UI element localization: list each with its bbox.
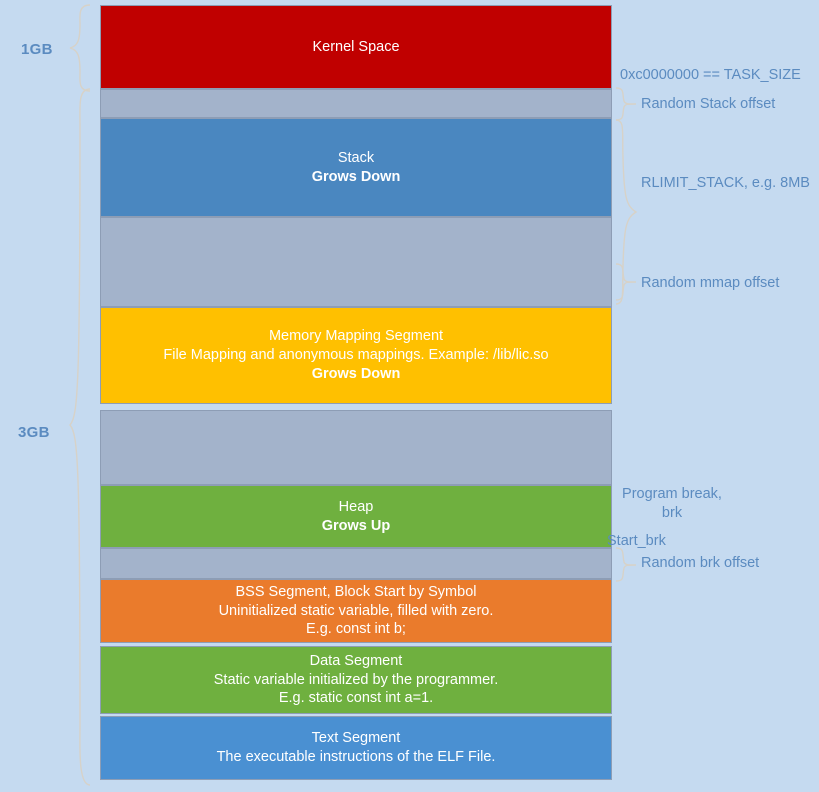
data-segment-description: Static variable initialized by the progr… (213, 671, 499, 688)
brace-3gb (69, 88, 91, 786)
mmap-description: File Mapping and anonymous mappings. Exa… (163, 347, 549, 364)
gap-random-brk-offset (100, 548, 612, 579)
heap-title: Heap (338, 498, 374, 515)
mmap-title: Memory Mapping Segment (268, 328, 444, 345)
data-segment-example: E.g. static const int a=1. (278, 690, 434, 707)
text-segment-title: Text Segment (311, 730, 401, 747)
stack-title: Stack (337, 149, 375, 166)
block-kernel-space: Kernel Space (100, 5, 612, 89)
mmap-growth-direction: Grows Down (311, 365, 401, 382)
block-stack: Stack Grows Down (100, 118, 612, 217)
kernel-space-title: Kernel Space (312, 38, 400, 55)
text-segment-description: The executable instructions of the ELF F… (216, 749, 496, 765)
bss-example: E.g. const int b; (306, 621, 406, 638)
block-bss-segment: BSS Segment, Block Start by Symbol Unini… (100, 579, 612, 643)
gap-mmap-to-heap (100, 410, 612, 485)
annotation-program-break-line1: Program break, (622, 486, 722, 502)
block-heap: Heap Grows Up (100, 485, 612, 548)
heap-growth-direction: Grows Up (321, 517, 391, 534)
bss-title: BSS Segment, Block Start by Symbol (235, 583, 477, 600)
block-text-segment: Text Segment The executable instructions… (100, 716, 612, 780)
brace-1gb (69, 4, 91, 92)
brace-random-stack-offset (615, 87, 637, 121)
size-label-1gb: 1GB (21, 41, 53, 58)
annotation-rlimit-stack: RLIMIT_STACK, e.g. 8MB (641, 175, 810, 191)
gap-random-mmap-offset (100, 217, 612, 307)
annotation-random-mmap-offset: Random mmap offset (641, 275, 780, 291)
block-data-segment: Data Segment Static variable initialized… (100, 646, 612, 714)
annotation-start-brk: Start_brk (607, 533, 666, 549)
stack-growth-direction: Grows Down (311, 168, 401, 185)
brace-random-brk-offset (615, 547, 637, 582)
block-memory-mapping-segment: Memory Mapping Segment File Mapping and … (100, 307, 612, 404)
bss-description: Uninitialized static variable, filled wi… (218, 602, 494, 619)
annotation-program-break-line2: brk (661, 505, 683, 521)
annotation-random-brk-offset: Random brk offset (641, 555, 760, 571)
gap-random-stack-offset (100, 89, 612, 118)
annotation-task-size: 0xc0000000 == TASK_SIZE (620, 67, 801, 83)
size-label-3gb: 3GB (18, 424, 50, 441)
data-segment-title: Data Segment (309, 652, 403, 669)
annotation-random-stack-offset: Random Stack offset (641, 96, 776, 112)
brace-random-mmap-offset (615, 263, 637, 301)
brace-rlimit-stack (615, 119, 638, 305)
